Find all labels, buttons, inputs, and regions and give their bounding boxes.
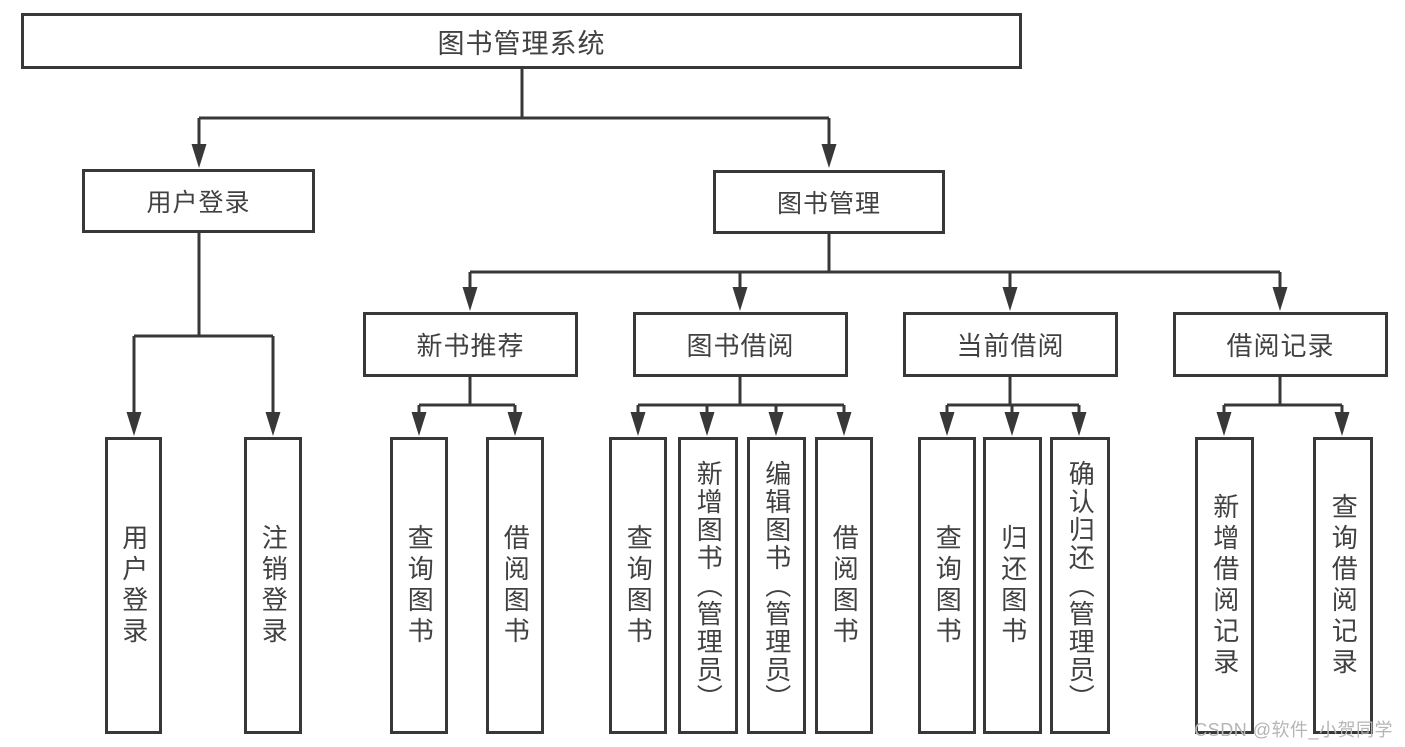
node-current-borrowing: 当前借阅 [903,312,1118,377]
node-library-management-system: 图书管理系统 [21,13,1022,69]
arrowhead-icon [1004,412,1020,436]
leaf-query-books: 查询图书 [609,437,667,734]
node-new-book-recommendation: 新书推荐 [363,312,578,377]
leaf-return-books: 归还图书 [983,437,1042,734]
connector-bookborrow-to-leaves [636,377,846,418]
leaf-edit-book-admin: 编辑图书（管理员） [747,437,806,734]
connector-borrowrecord-to-leaves [1222,377,1344,418]
leaf-user-login: 用户登录 [105,437,162,734]
leaf-label: 新增借阅记录 [1209,492,1240,679]
leaf-label: 借阅图书 [500,523,531,648]
leaf-label: 新增图书（管理员） [693,459,724,712]
leaf-query-books: 查询图书 [390,437,448,734]
connector-root-to-level2 [197,66,831,150]
node-label: 图书管理系统 [437,28,606,59]
arrowhead-icon [1216,412,1232,436]
leaf-query-books: 查询图书 [918,437,976,734]
leaf-label: 用户登录 [118,523,149,648]
node-book-borrowing: 图书借阅 [633,312,848,377]
arrowhead-icon [411,412,427,436]
arrowhead-icon [836,412,852,436]
leaf-label: 借阅图书 [829,523,860,648]
leaf-label: 查询图书 [623,523,654,648]
leaf-label: 查询图书 [932,523,963,648]
leaf-add-book-admin: 新增图书（管理员） [678,437,738,734]
node-label: 图书管理 [776,190,881,218]
leaf-label: 编辑图书（管理员） [761,459,792,712]
arrowhead-icon [939,412,955,436]
arrowhead-icon [462,287,478,311]
node-book-management: 图书管理 [713,170,945,234]
connector-newbook-to-leaves [417,377,517,418]
arrowhead-icon [507,412,523,436]
arrowhead-icon [732,287,748,311]
arrowhead-icon [265,412,281,436]
leaf-label: 确认归还（管理员） [1065,459,1096,712]
leaf-add-borrow-record: 新增借阅记录 [1195,437,1254,734]
watermark: CSDN @软件_小贺同学 [1194,720,1393,740]
node-user-login: 用户登录 [82,169,315,233]
arrowhead-icon [630,412,646,436]
arrowhead-icon [1272,287,1288,311]
leaf-logout: 注销登录 [244,437,302,734]
leaf-label: 归还图书 [997,523,1028,648]
node-label: 新书推荐 [416,331,525,361]
leaf-confirm-return-admin: 确认归还（管理员） [1050,437,1110,734]
node-label: 用户登录 [146,189,251,217]
arrowhead-icon [699,412,715,436]
connector-userlogin-to-leaves [132,233,275,418]
leaf-query-borrow-record: 查询借阅记录 [1313,437,1373,734]
connector-bookmgmt-to-level3 [468,234,1282,292]
leaf-borrow-books: 借阅图书 [486,437,544,734]
leaf-label: 查询图书 [404,523,435,648]
arrowhead-icon [821,144,837,168]
node-borrowing-records: 借阅记录 [1173,312,1388,377]
leaf-borrow-books: 借阅图书 [815,437,873,734]
arrowhead-icon [1002,287,1018,311]
arrowhead-icon [768,412,784,436]
arrowhead-icon [126,412,142,436]
arrowhead-icon [1071,412,1087,436]
leaf-label: 查询借阅记录 [1328,492,1359,679]
leaf-label: 注销登录 [258,523,289,648]
node-label: 图书借阅 [686,331,795,361]
arrowhead-icon [191,144,207,168]
node-label: 借阅记录 [1226,331,1335,361]
connector-currentborrow-to-leaves [945,377,1081,418]
arrowhead-icon [1334,412,1350,436]
node-label: 当前借阅 [956,331,1065,361]
